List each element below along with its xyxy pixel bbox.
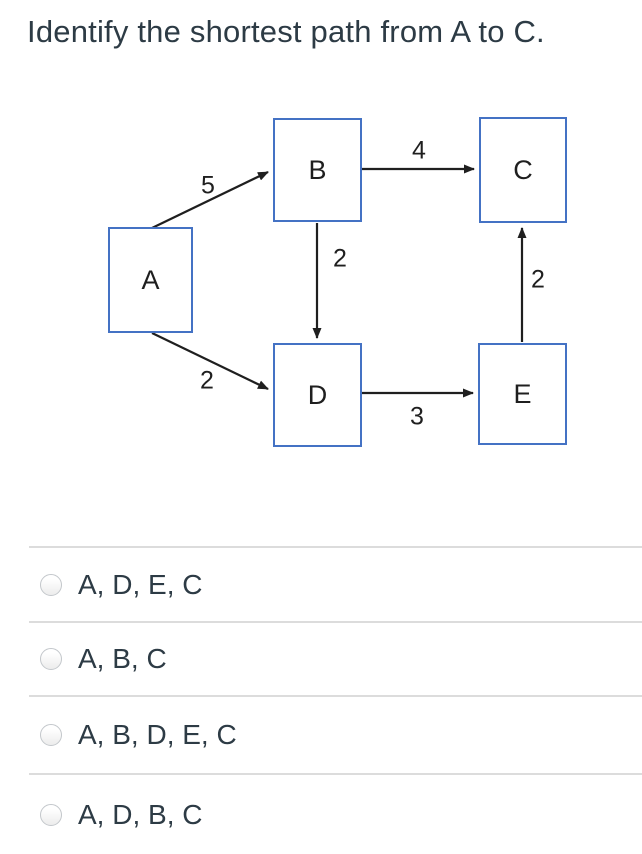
answer-options-list: A, D, E, C A, B, C A, B, D, E, C A, D, B… [0, 546, 642, 854]
node-label-a: A [141, 264, 160, 295]
answer-option-4[interactable]: A, D, B, C [29, 773, 642, 854]
answer-option-3-label[interactable]: A, B, D, E, C [78, 719, 237, 750]
edge-weight-d-e: 3 [410, 402, 424, 431]
node-label-c: C [513, 154, 533, 185]
answer-option-2[interactable]: A, B, C [29, 621, 642, 695]
edge-weight-a-d: 2 [200, 366, 214, 395]
edge-weight-b-d: 2 [333, 244, 347, 273]
answer-option-2-label[interactable]: A, B, C [78, 643, 167, 674]
radio-button-option-1[interactable] [40, 573, 62, 596]
radio-button-option-3[interactable] [40, 724, 62, 746]
radio-button-option-4[interactable] [40, 803, 62, 826]
answer-option-3[interactable]: A, B, D, E, C [29, 695, 642, 773]
graph-node-d: D [273, 343, 362, 447]
edge-weight-b-c: 4 [412, 136, 426, 165]
graph-node-a: A [108, 227, 193, 333]
answer-option-4-label[interactable]: A, D, B, C [78, 798, 203, 830]
edge-weight-e-c: 2 [531, 265, 545, 294]
graph-node-e: E [478, 343, 567, 445]
node-label-d: D [307, 379, 328, 410]
question-title: Identify the shortest path from A to C. [27, 14, 545, 49]
edge-weight-a-b: 5 [201, 171, 215, 200]
node-label-e: E [513, 378, 532, 409]
radio-button-option-2[interactable] [40, 648, 62, 670]
node-label-b: B [308, 154, 327, 185]
answer-option-1-label[interactable]: A, D, E, C [78, 568, 203, 600]
graph-node-b: B [273, 118, 362, 222]
graph-node-c: C [479, 117, 567, 223]
answer-option-1[interactable]: A, D, E, C [29, 546, 642, 621]
